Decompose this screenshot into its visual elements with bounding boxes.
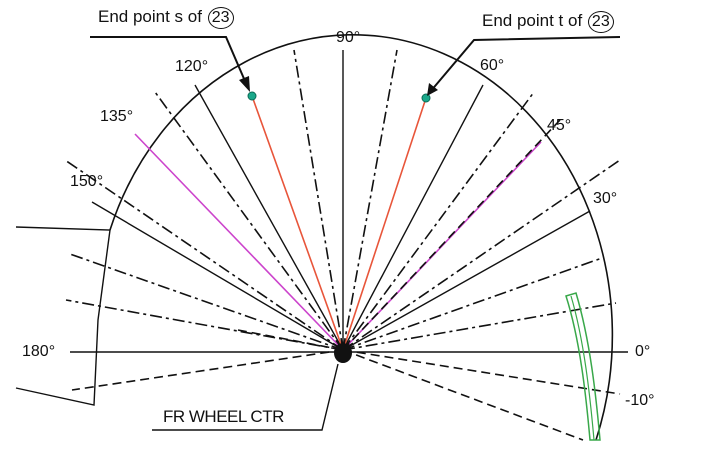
body-outline-left [15,226,111,406]
callout-endpoint-s: End point s of 23 [98,7,234,29]
tire-outline [565,292,601,441]
line-60 [342,84,484,351]
angle-label-minus10: -10° [625,392,655,409]
center-label-leader [152,363,339,431]
callout-endpoint-t-ref: 23 [587,11,614,33]
angle-label-180: 180° [22,343,56,360]
callout-endpoint-t: End point t of 23 [482,11,614,33]
angle-label-90: 90° [336,29,361,46]
callout-endpoint-s-text: End point s of [98,7,202,26]
line-120 [194,84,344,351]
line-135 [134,133,344,351]
red-line-t [342,97,427,351]
angle-label-135: 135° [100,108,134,125]
dashed-lines [71,119,621,441]
endpoint-s-marker [247,91,257,101]
angle-label-0: 0° [635,343,651,360]
callout-endpoint-t-text: End point t of [482,11,583,30]
callout-s-leader [90,36,249,89]
endpoint-t-marker [421,93,431,103]
line-150 [91,201,344,351]
angle-label-150: 150° [70,173,104,190]
wheel-center-label: FR WHEEL CTR [163,407,284,426]
angle-label-45: 45° [547,117,572,134]
line-30 [342,210,591,351]
angle-label-60: 60° [480,57,505,74]
angle-label-30: 30° [593,190,618,207]
red-line-s [251,95,344,351]
outer-arc [109,34,614,441]
callout-t-arrowhead [427,83,438,96]
callout-endpoint-s-ref: 23 [207,7,234,29]
angle-label-120: 120° [175,58,209,75]
tire-inner [570,295,595,441]
callout-s-arrowhead [239,76,250,92]
wheel-center-dot [334,343,352,363]
callout-t-leader [429,36,621,93]
